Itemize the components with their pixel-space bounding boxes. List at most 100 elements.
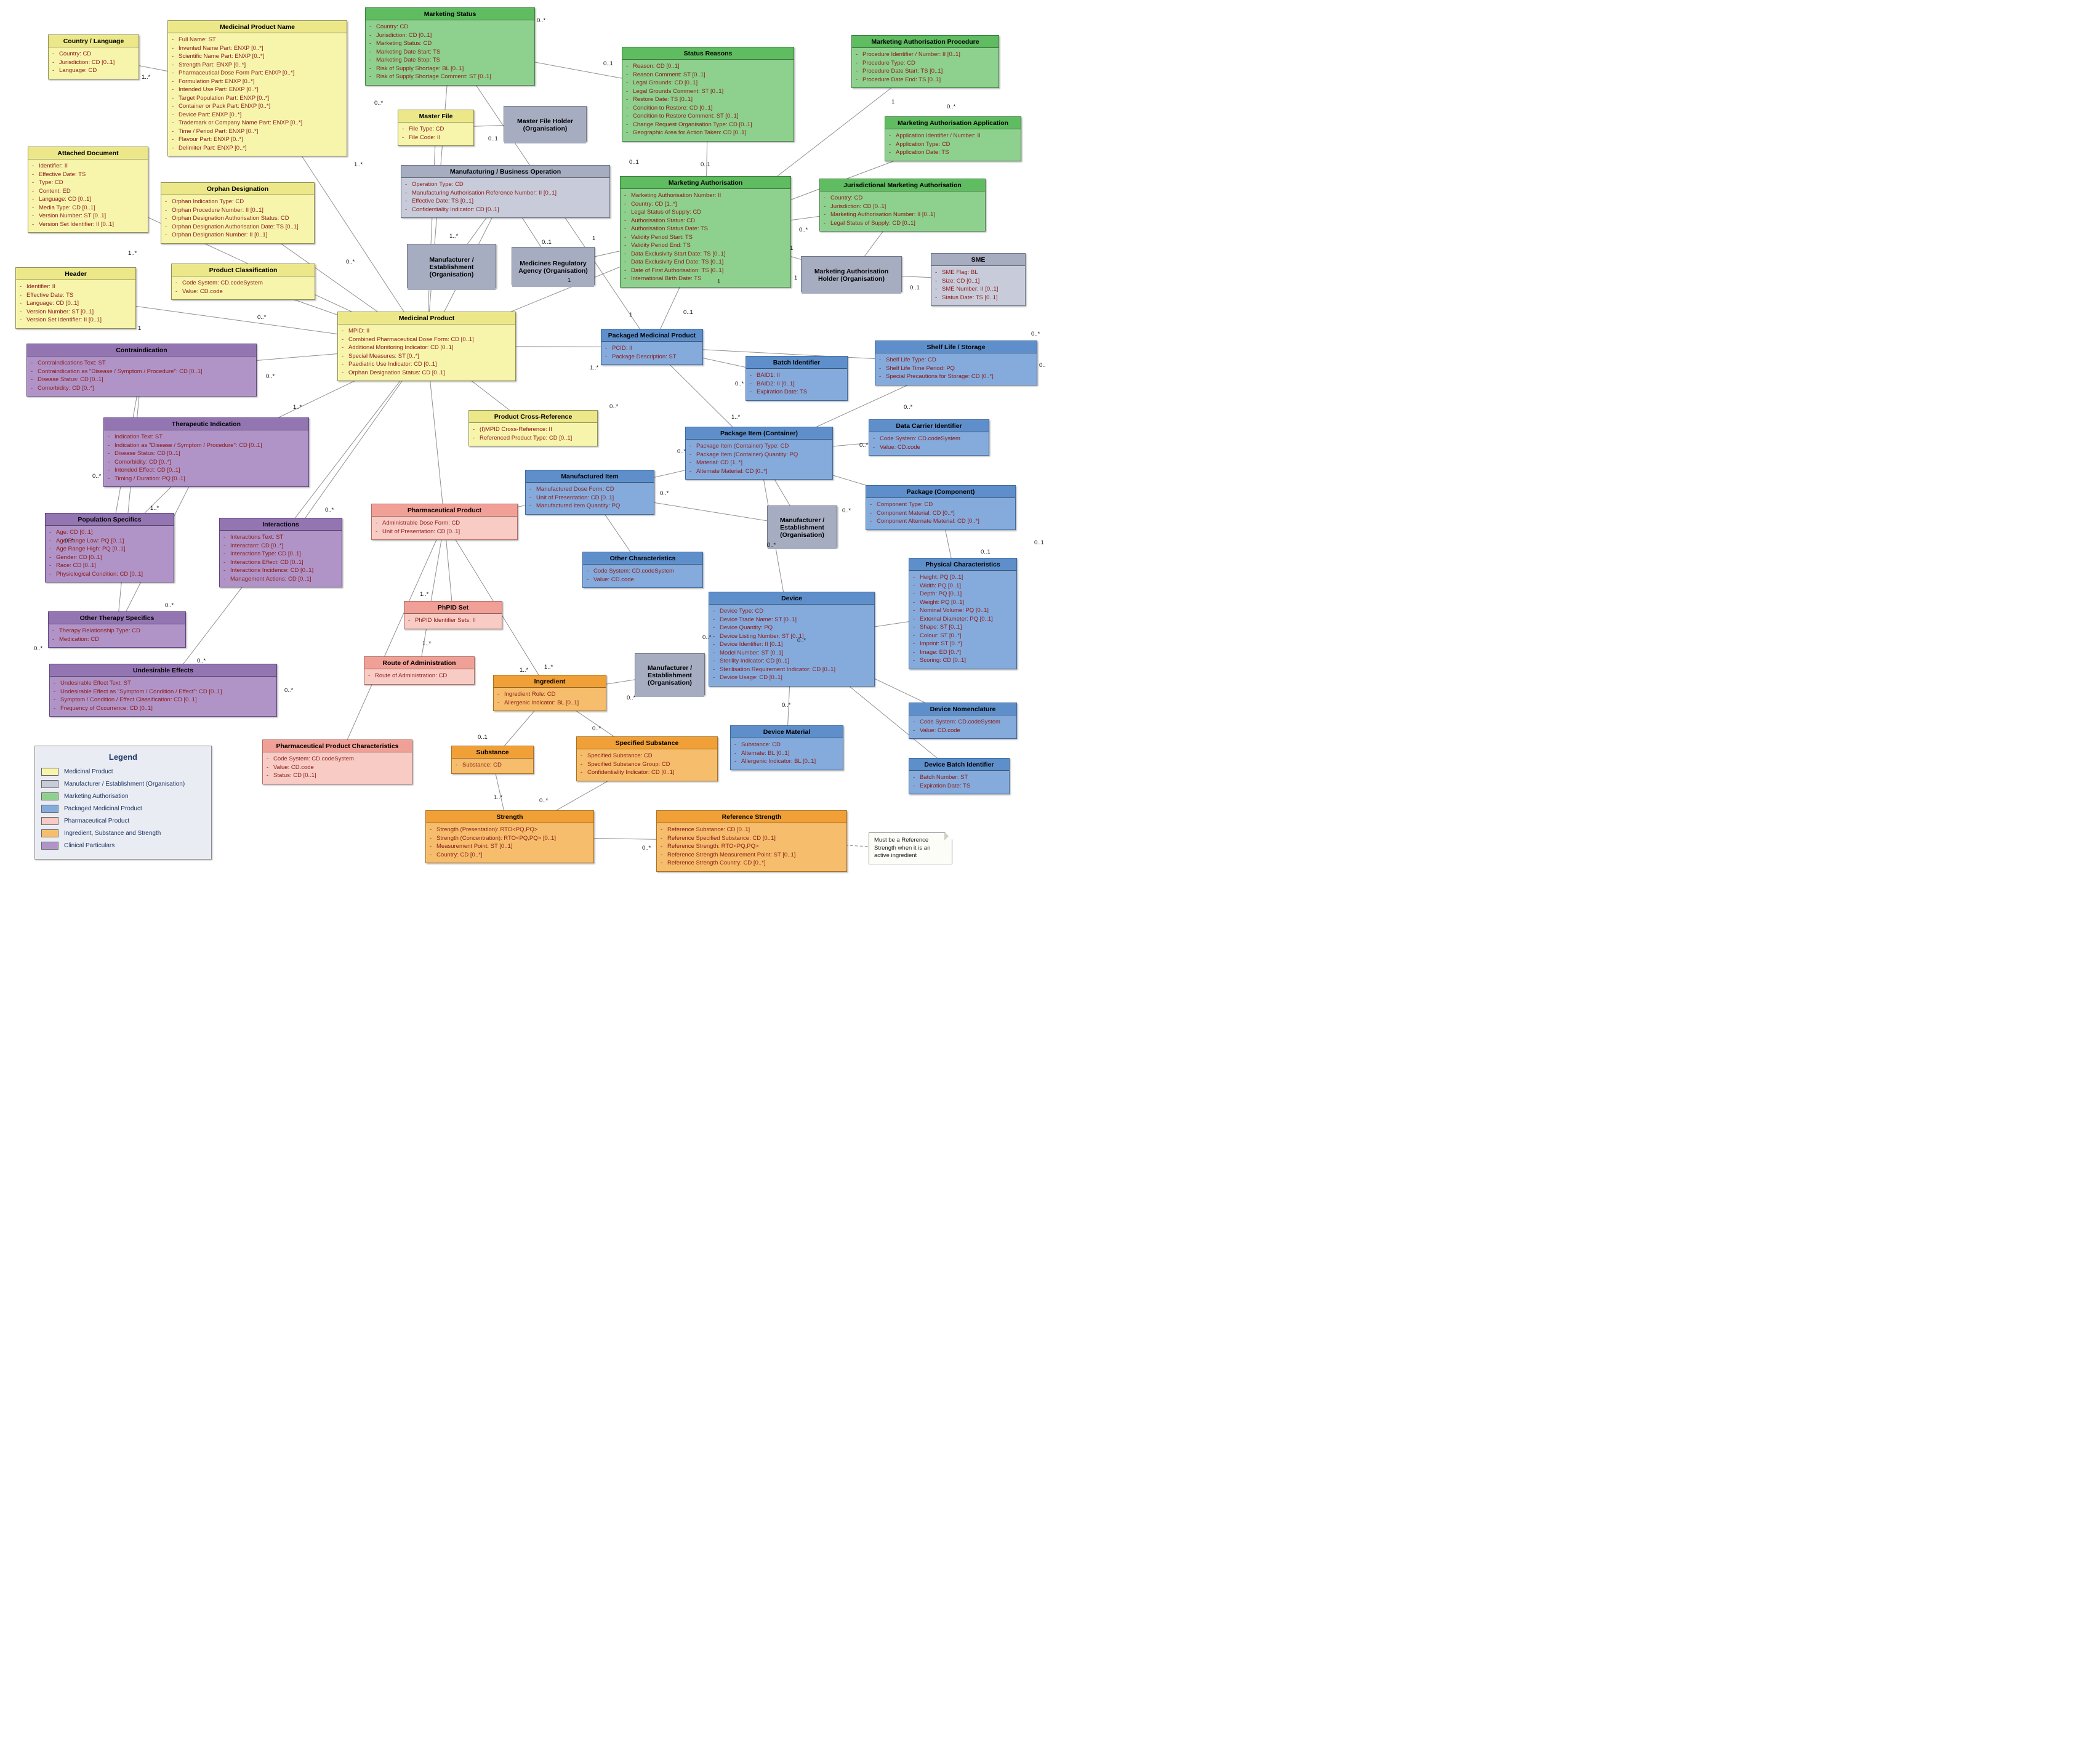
connector-pharmaceutical-product--pharma-product-characteristics: [337, 522, 445, 762]
multiplicity-label: 0..*: [539, 797, 549, 804]
class-attribute: -Width: PQ [0..1]: [913, 582, 962, 589]
class-attribute: -Reference Strength: RTO<PQ,PQ>: [661, 843, 759, 850]
class-attributes: -Reason: CD [0..1]-Reason Comment: ST [0…: [622, 60, 794, 141]
class-title: Attached Document: [28, 147, 148, 159]
multiplicity-label: 1..*: [420, 591, 429, 598]
class-attribute: -External Diameter: PQ [0..1]: [913, 615, 993, 622]
class-package-component: Package (Component)-Component Type: CD-C…: [866, 485, 1016, 530]
class-attribute: -Marketing Date Start: TS: [369, 48, 441, 55]
class-title: Packaged Medicinal Product: [601, 329, 702, 342]
class-attributes: -Therapy Relationship Type: CD-Medicatio…: [49, 624, 185, 647]
class-title: PhPID Set: [404, 602, 502, 614]
connector-contraindication--other-therapy-specifics: [116, 369, 142, 630]
multiplicity-label: 1..*: [590, 364, 599, 371]
class-attribute: -Trademark or Company Name Part: ENXP [0…: [172, 119, 303, 126]
multiplicity-label: 0..*: [767, 542, 776, 549]
class-attribute: -Version Number: ST [0..1]: [20, 308, 94, 315]
class-attribute: -Component Type: CD: [870, 501, 933, 508]
class-country-language: Country / Language-Country: CD-Jurisdict…: [48, 34, 139, 79]
class-title: Batch Identifier: [746, 356, 847, 369]
class-batch-identifier: Batch Identifier-BAID1: II-BAID2: II [0.…: [746, 356, 848, 401]
class-attributes: -Reference Substance: CD [0..1]-Referenc…: [657, 823, 846, 871]
class-attribute: -Device Quantity: PQ: [713, 624, 773, 631]
class-title: Marketing Authorisation: [621, 177, 790, 189]
class-attribute: -Marketing Authorisation Number: II: [624, 192, 721, 199]
legend-label: Medicinal Product: [64, 768, 113, 775]
class-attribute: -Validity Period End: TS: [624, 242, 691, 249]
class-attribute: -Interactions Type: CD [0..1]: [223, 550, 301, 557]
class-attributes: -Shelf Life Type: CD-Shelf Life Time Per…: [875, 353, 1037, 385]
class-title: Physical Characteristics: [909, 558, 1016, 571]
multiplicity-label: 0..*: [266, 373, 275, 380]
class-attribute: -Management Actions: CD [0..1]: [223, 575, 311, 582]
class-attribute: -Contraindications Text: ST: [31, 360, 106, 366]
class-attribute: -Size: CD [0..1]: [935, 277, 980, 284]
class-attribute: -Depth: PQ [0..1]: [913, 590, 962, 597]
class-ma-procedure: Marketing Authorisation Procedure-Proced…: [851, 35, 999, 88]
class-attribute: -BAID2: II [0..1]: [750, 380, 795, 387]
class-attribute: -Type: CD: [32, 179, 63, 186]
class-title: Country / Language: [49, 35, 139, 47]
class-attributes: -Manufactured Dose Form: CD-Unit of Pres…: [526, 483, 654, 514]
multiplicity-label: 1: [790, 245, 794, 252]
class-attribute: -Code System: CD.codeSystem: [873, 435, 960, 442]
multiplicity-label: 1: [592, 235, 596, 242]
class-attribute: -File Type: CD: [402, 126, 444, 132]
class-therapeutic-indication: Therapeutic Indication-Indication Text: …: [103, 417, 309, 487]
multiplicity-label: 0..*: [782, 702, 791, 709]
class-attribute: -Procedure Date End: TS [0..1]: [856, 76, 941, 83]
class-attribute: -Undesirable Effect Text: ST: [54, 680, 131, 687]
class-shelf-life: Shelf Life / Storage-Shelf Life Type: CD…: [875, 340, 1037, 385]
class-ingredient: Ingredient-Ingredient Role: CD-Allergeni…: [493, 675, 606, 711]
class-attributes: -Code System: CD.codeSystem-Value: CD.co…: [583, 565, 702, 587]
class-attribute: -Indication as "Disease / Symptom / Proc…: [108, 441, 262, 449]
class-attribute: -Country: CD [0..*]: [430, 851, 483, 858]
class-attribute: -Orphan Designation Status: CD [0..1]: [342, 369, 445, 376]
class-title: Data Carrier Identifier: [869, 420, 989, 432]
class-attribute: -Content: ED: [32, 187, 71, 195]
class-device: Device-Device Type: CD-Device Trade Name…: [709, 592, 875, 687]
class-attributes: -Country: CD-Jurisdiction: CD [0..1]-Mar…: [820, 191, 985, 231]
class-attributes: -Country: CD-Jurisdiction: CD [0..1]-Lan…: [49, 47, 139, 79]
class-title: Manufacturer / Establishment (Organisati…: [408, 244, 496, 290]
class-attribute: -Operation Type: CD: [405, 181, 464, 188]
class-specified-substance: Specified Substance-Specified Substance:…: [576, 736, 718, 781]
class-attribute: -Nominal Volume: PQ [0..1]: [913, 607, 989, 614]
class-attribute: -Allergenic Indicator: BL [0..1]: [497, 699, 579, 706]
class-attribute: -Weight: PQ [0..1]: [913, 598, 965, 606]
class-attributes: -Specified Substance: CD-Specified Subst…: [577, 749, 717, 781]
class-attribute: -Device Identifier: II [0..1]: [713, 641, 783, 648]
class-attribute: -Legal Grounds Comment: ST [0..1]: [626, 87, 724, 95]
class-attribute: -(I)MPID Cross-Reference: II: [473, 426, 552, 433]
class-manufacturer-establishment-1: Manufacturer / Establishment (Organisati…: [407, 244, 496, 290]
class-attribute: -Language: CD [0..1]: [32, 196, 92, 203]
class-attribute: -Manufactured Item Quantity: PQ: [529, 502, 621, 509]
class-attribute: -Shelf Life Type: CD: [879, 356, 936, 363]
class-attribute: -Reason: CD [0..1]: [626, 63, 680, 70]
class-attribute: -Authorisation Status: CD: [624, 217, 696, 224]
class-header: Header-Identifier: II-Effective Date: TS…: [15, 267, 136, 329]
multiplicity-label: 1: [568, 277, 571, 284]
class-title: Device Material: [731, 726, 843, 738]
multiplicity-label: 1: [629, 312, 633, 318]
class-attribute: -Procedure Identifier / Number: II [0..1…: [856, 51, 960, 58]
class-title: Marketing Authorisation Application: [885, 117, 1021, 129]
class-attribute: -Orphan Indication Type: CD: [165, 198, 244, 205]
class-attribute: -Procedure Type: CD: [856, 59, 915, 66]
class-attribute: -Language: CD [0..1]: [20, 300, 79, 307]
class-medicines-regulatory-agency: Medicines Regulatory Agency (Organisatio…: [512, 247, 595, 287]
class-attributes: -PCID: II-Package Description: ST: [601, 342, 702, 364]
multiplicity-label: 0..1: [910, 284, 920, 291]
class-attribute: -Unit of Presentation: CD [0..1]: [376, 528, 460, 535]
class-attribute: -Allergenic Indicator: BL [0..1]: [734, 758, 816, 765]
class-attribute: -Jurisdiction: CD [0..1]: [369, 31, 432, 39]
class-attribute: -Value: CD.code: [913, 727, 960, 734]
class-sme: SME-SME Flag: BL-Size: CD [0..1]-SME Num…: [931, 253, 1026, 306]
class-phpid-set: PhPID Set-PhPID Identifier Sets: II: [404, 601, 502, 629]
multiplicity-label: 0..1: [981, 549, 991, 555]
class-attribute: -Code System: CD.codeSystem: [175, 280, 263, 286]
class-title: Interactions: [220, 518, 342, 531]
class-contraindication: Contraindication-Contraindications Text:…: [26, 344, 257, 397]
legend-item: Clinical Particulars: [41, 842, 205, 850]
class-attributes: -Full Name: ST-Invented Name Part: ENXP …: [168, 33, 347, 156]
